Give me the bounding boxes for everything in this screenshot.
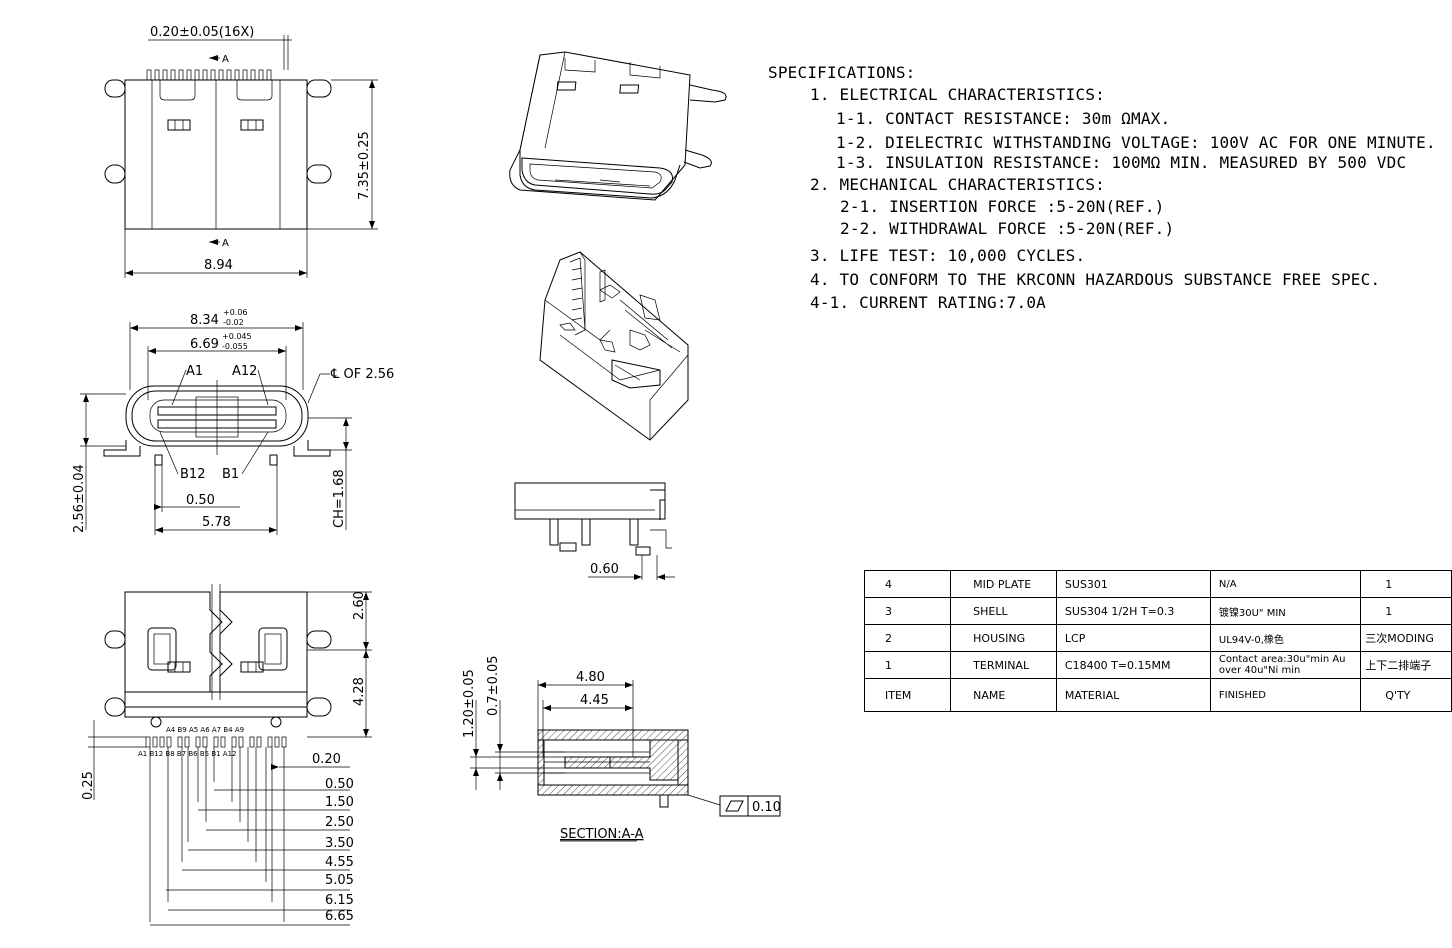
bom-finished: 镀镍30U" MIN [1209, 597, 1362, 625]
spec-line: 4. TO CONFORM TO THE KRCONN HAZARDOUS SU… [810, 270, 1381, 289]
dim-front-height: 2.56±0.04 [72, 464, 87, 533]
spec-line: 2-2. WITHDRAWAL FORCE :5-20N(REF.) [840, 219, 1175, 238]
dim-top-height: 7.35±0.25 [357, 131, 372, 200]
dim-bottom-350: 3.50 [325, 836, 354, 851]
table-row: 1 TERMINAL C18400 T=0.15MM Contact area:… [863, 651, 1452, 679]
bom-finished: UL94V-0,橡色 [1209, 624, 1362, 652]
table-header-row: ITEM NAME MATERIAL FINISHED Q'TY [863, 678, 1452, 712]
bom-item: 2 [863, 624, 952, 652]
spec-line: 2. MECHANICAL CHARACTERISTICS: [810, 175, 1105, 194]
isometric-view-front [509, 51, 727, 201]
spec-line: 2-1. INSERTION FORCE :5-20N(REF.) [840, 197, 1165, 216]
bottom-pin-row-top: A4 B9 A5 A6 A7 B4 A9 [166, 726, 244, 734]
spec-line: 3. LIFE TEST: 10,000 CYCLES. [810, 246, 1086, 265]
table-row: 4 MID PLATE SUS301 N/A 1 [863, 570, 1452, 598]
spec-line: 1-1. CONTACT RESISTANCE: 30m ΩMAX. [836, 109, 1171, 128]
bom-material: SUS304 1/2H T=0.3 [1055, 597, 1211, 625]
bottom-pins [145, 736, 287, 748]
dim-sec-480: 4.80 [576, 670, 605, 685]
dim-top-width: 8.94 [204, 258, 233, 273]
top-view: A A 0.20±0.05(16X) 7.35±0.25 8.94 [104, 25, 378, 278]
dim-bottom-260: 2.60 [352, 591, 367, 620]
dim-bottom-665: 6.65 [325, 909, 354, 924]
bottom-dim-lines [149, 747, 350, 926]
bom-name: HOUSING [950, 624, 1057, 652]
section-mark-bottom: A [222, 238, 229, 249]
spec-title: SPECIFICATIONS: [768, 63, 916, 82]
dim-sec-flatness: 0.10 [752, 800, 781, 815]
bom-material: C18400 T=0.15MM [1055, 651, 1211, 679]
label-pin-b1: B1 [222, 467, 239, 482]
bom-qty: 1 [1360, 597, 1452, 625]
dim-top-pitch: 0.20±0.05(16X) [150, 25, 254, 40]
dim-front-inner: 6.69 [190, 337, 219, 352]
top-pins [146, 69, 272, 81]
table-row: 3 SHELL SUS304 1/2H T=0.3 镀镍30U" MIN 1 [863, 597, 1452, 625]
dim-front-ch: CH=1.68 [332, 469, 347, 528]
dim-bottom-050: 0.50 [325, 777, 354, 792]
bom-header-item: ITEM [863, 678, 952, 712]
bom-qty: 1 [1360, 570, 1452, 598]
bottom-pin-row-bottom: A1 B12 B8 B7 B6 B5 B1 A12 [138, 750, 237, 758]
dim-bottom-020: 0.20 [312, 752, 341, 767]
bottom-view: A4 B9 A5 A6 A7 B4 A9 A1 B12 B8 B7 B6 B5 … [81, 584, 372, 926]
bom-qty: 上下二排端子 [1360, 651, 1452, 679]
bom-material: LCP [1055, 624, 1211, 652]
label-pin-b12: B12 [180, 467, 205, 482]
bom-name: SHELL [950, 597, 1057, 625]
bom-name: TERMINAL [950, 651, 1057, 679]
table-row: 2 HOUSING LCP UL94V-0,橡色 三次MODING [863, 624, 1452, 652]
spec-line: 1-2. DIELECTRIC WITHSTANDING VOLTAGE: 10… [836, 133, 1436, 152]
bom-item: 4 [863, 570, 952, 598]
side-view: 0.60 [514, 482, 675, 580]
dim-front-inner-tol-up: +0.045 [222, 332, 252, 341]
bom-header-qty: Q'TY [1360, 678, 1452, 712]
dim-bottom-505: 5.05 [325, 873, 354, 888]
dim-sec-445: 4.45 [580, 693, 609, 708]
dim-bottom-150: 1.50 [325, 795, 354, 810]
spec-line: 4-1. CURRENT RATING:7.0A [810, 293, 1046, 312]
bom-item: 3 [863, 597, 952, 625]
dim-front-inner-tol-dn: -0.055 [222, 342, 248, 351]
spec-line: 1-3. INSULATION RESISTANCE: 100MΩ MIN. M… [836, 153, 1407, 172]
bom-qty: 三次MODING [1360, 624, 1452, 652]
dim-sec-07: 0.7±0.05 [486, 655, 501, 716]
front-view: 8.34 +0.06 -0.02 6.69 +0.045 -0.055 A1 A… [72, 308, 394, 535]
bom-item: 1 [863, 651, 952, 679]
bom-header-material: MATERIAL [1055, 678, 1211, 712]
bom-header-finished: FINISHED [1209, 678, 1362, 712]
dim-front-span: 5.78 [202, 515, 231, 530]
dim-bottom-025: 0.25 [81, 771, 96, 800]
dim-bottom-455: 4.55 [325, 855, 354, 870]
bom-material: SUS301 [1055, 570, 1211, 598]
dim-front-outer-tol-dn: -0.02 [223, 318, 244, 327]
bom-header-name: NAME [950, 678, 1057, 712]
section-title: SECTION:A-A [560, 827, 644, 842]
bom-name: MID PLATE [950, 570, 1057, 598]
dim-sec-120: 1.20±0.05 [462, 669, 477, 738]
dim-front-pitch: 0.50 [186, 493, 215, 508]
bill-of-materials: 4 MID PLATE SUS301 N/A 1 3 SHELL SUS304 … [863, 570, 1452, 712]
label-centerline: ℄ OF 2.56 [330, 367, 394, 382]
section-mark-top: A [222, 54, 229, 65]
section-a-a: 4.80 4.45 1.20±0.05 0.7±0.05 0.10 SECTIO… [462, 655, 781, 842]
dim-front-outer-tol-up: +0.06 [223, 308, 248, 317]
dim-front-outer: 8.34 [190, 313, 219, 328]
dim-bottom-250: 2.50 [325, 815, 354, 830]
spec-line: 1. ELECTRICAL CHARACTERISTICS: [810, 85, 1105, 104]
dim-side-060: 0.60 [590, 562, 619, 577]
label-pin-a1: A1 [186, 364, 203, 379]
dim-bottom-615: 6.15 [325, 893, 354, 908]
label-pin-a12: A12 [232, 364, 257, 379]
dim-bottom-428: 4.28 [352, 677, 367, 706]
bom-finished: N/A [1209, 570, 1362, 598]
isometric-view-rear [539, 251, 689, 441]
bom-finished: Contact area:30u"min Au over 40u"Ni min [1209, 651, 1362, 679]
